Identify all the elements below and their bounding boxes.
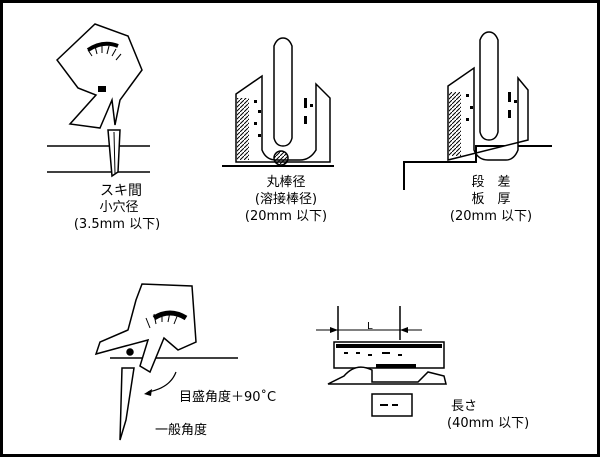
label-gap: スキ間 bbox=[100, 183, 142, 199]
label-small-hole-range: (3.5mm 以下) bbox=[73, 217, 161, 232]
label-length-range: (40mm 以下) bbox=[447, 416, 530, 431]
label-l-mark: L bbox=[367, 321, 373, 332]
gauge-usage-diagram bbox=[47, 23, 552, 441]
label-small-hole: 小穴径 bbox=[99, 200, 139, 215]
slider-bar bbox=[479, 31, 499, 141]
label-step: 段 差 bbox=[471, 175, 511, 190]
scale-band bbox=[336, 344, 442, 348]
probe-center bbox=[113, 131, 116, 175]
dial-ticks bbox=[87, 45, 122, 61]
label-general-angle: 一般角度 bbox=[155, 423, 208, 438]
scale-marks bbox=[344, 352, 402, 356]
dim-arrow-left bbox=[330, 327, 338, 333]
length-gauge-illustration bbox=[316, 306, 447, 417]
dim-arrow-right bbox=[400, 327, 408, 333]
label-step-range: (20mm 以下) bbox=[449, 209, 533, 224]
angle-arc bbox=[147, 371, 177, 393]
gauge-body bbox=[94, 283, 197, 374]
slider-marks bbox=[380, 404, 398, 406]
indicator-window bbox=[98, 86, 106, 92]
label-plate: 板 厚 bbox=[471, 192, 511, 207]
scale-hatch bbox=[449, 92, 461, 156]
angle-gauge-illustration bbox=[94, 283, 238, 441]
pivot bbox=[126, 348, 134, 356]
gauge-body bbox=[55, 23, 143, 129]
probe-blade bbox=[119, 367, 135, 441]
scale-body bbox=[447, 66, 529, 161]
workpiece bbox=[327, 366, 447, 385]
scale-hatch bbox=[237, 98, 249, 160]
gap-gauge-illustration bbox=[47, 23, 150, 178]
label-round-bar-range: (20mm 以下) bbox=[244, 209, 328, 224]
scale-marks bbox=[254, 98, 313, 137]
dial-ticks bbox=[145, 311, 179, 329]
step-gauge-illustration bbox=[403, 31, 552, 190]
label-graduated-angle: 目盛角度＋90˚C bbox=[179, 390, 277, 405]
slider-bar bbox=[273, 37, 293, 147]
scale-band-lower bbox=[376, 364, 416, 368]
round-bar-gauge-illustration bbox=[222, 37, 334, 167]
dial-arc bbox=[86, 41, 119, 52]
label-length: 長さ bbox=[451, 399, 478, 414]
round-bar-section bbox=[273, 150, 289, 166]
label-round-bar: 丸棒径 bbox=[266, 175, 306, 190]
scale-body bbox=[235, 74, 331, 163]
scale-marks bbox=[466, 92, 517, 121]
label-weld-rod: (溶接棒径) bbox=[254, 192, 318, 207]
angle-arrow-head bbox=[144, 389, 152, 396]
